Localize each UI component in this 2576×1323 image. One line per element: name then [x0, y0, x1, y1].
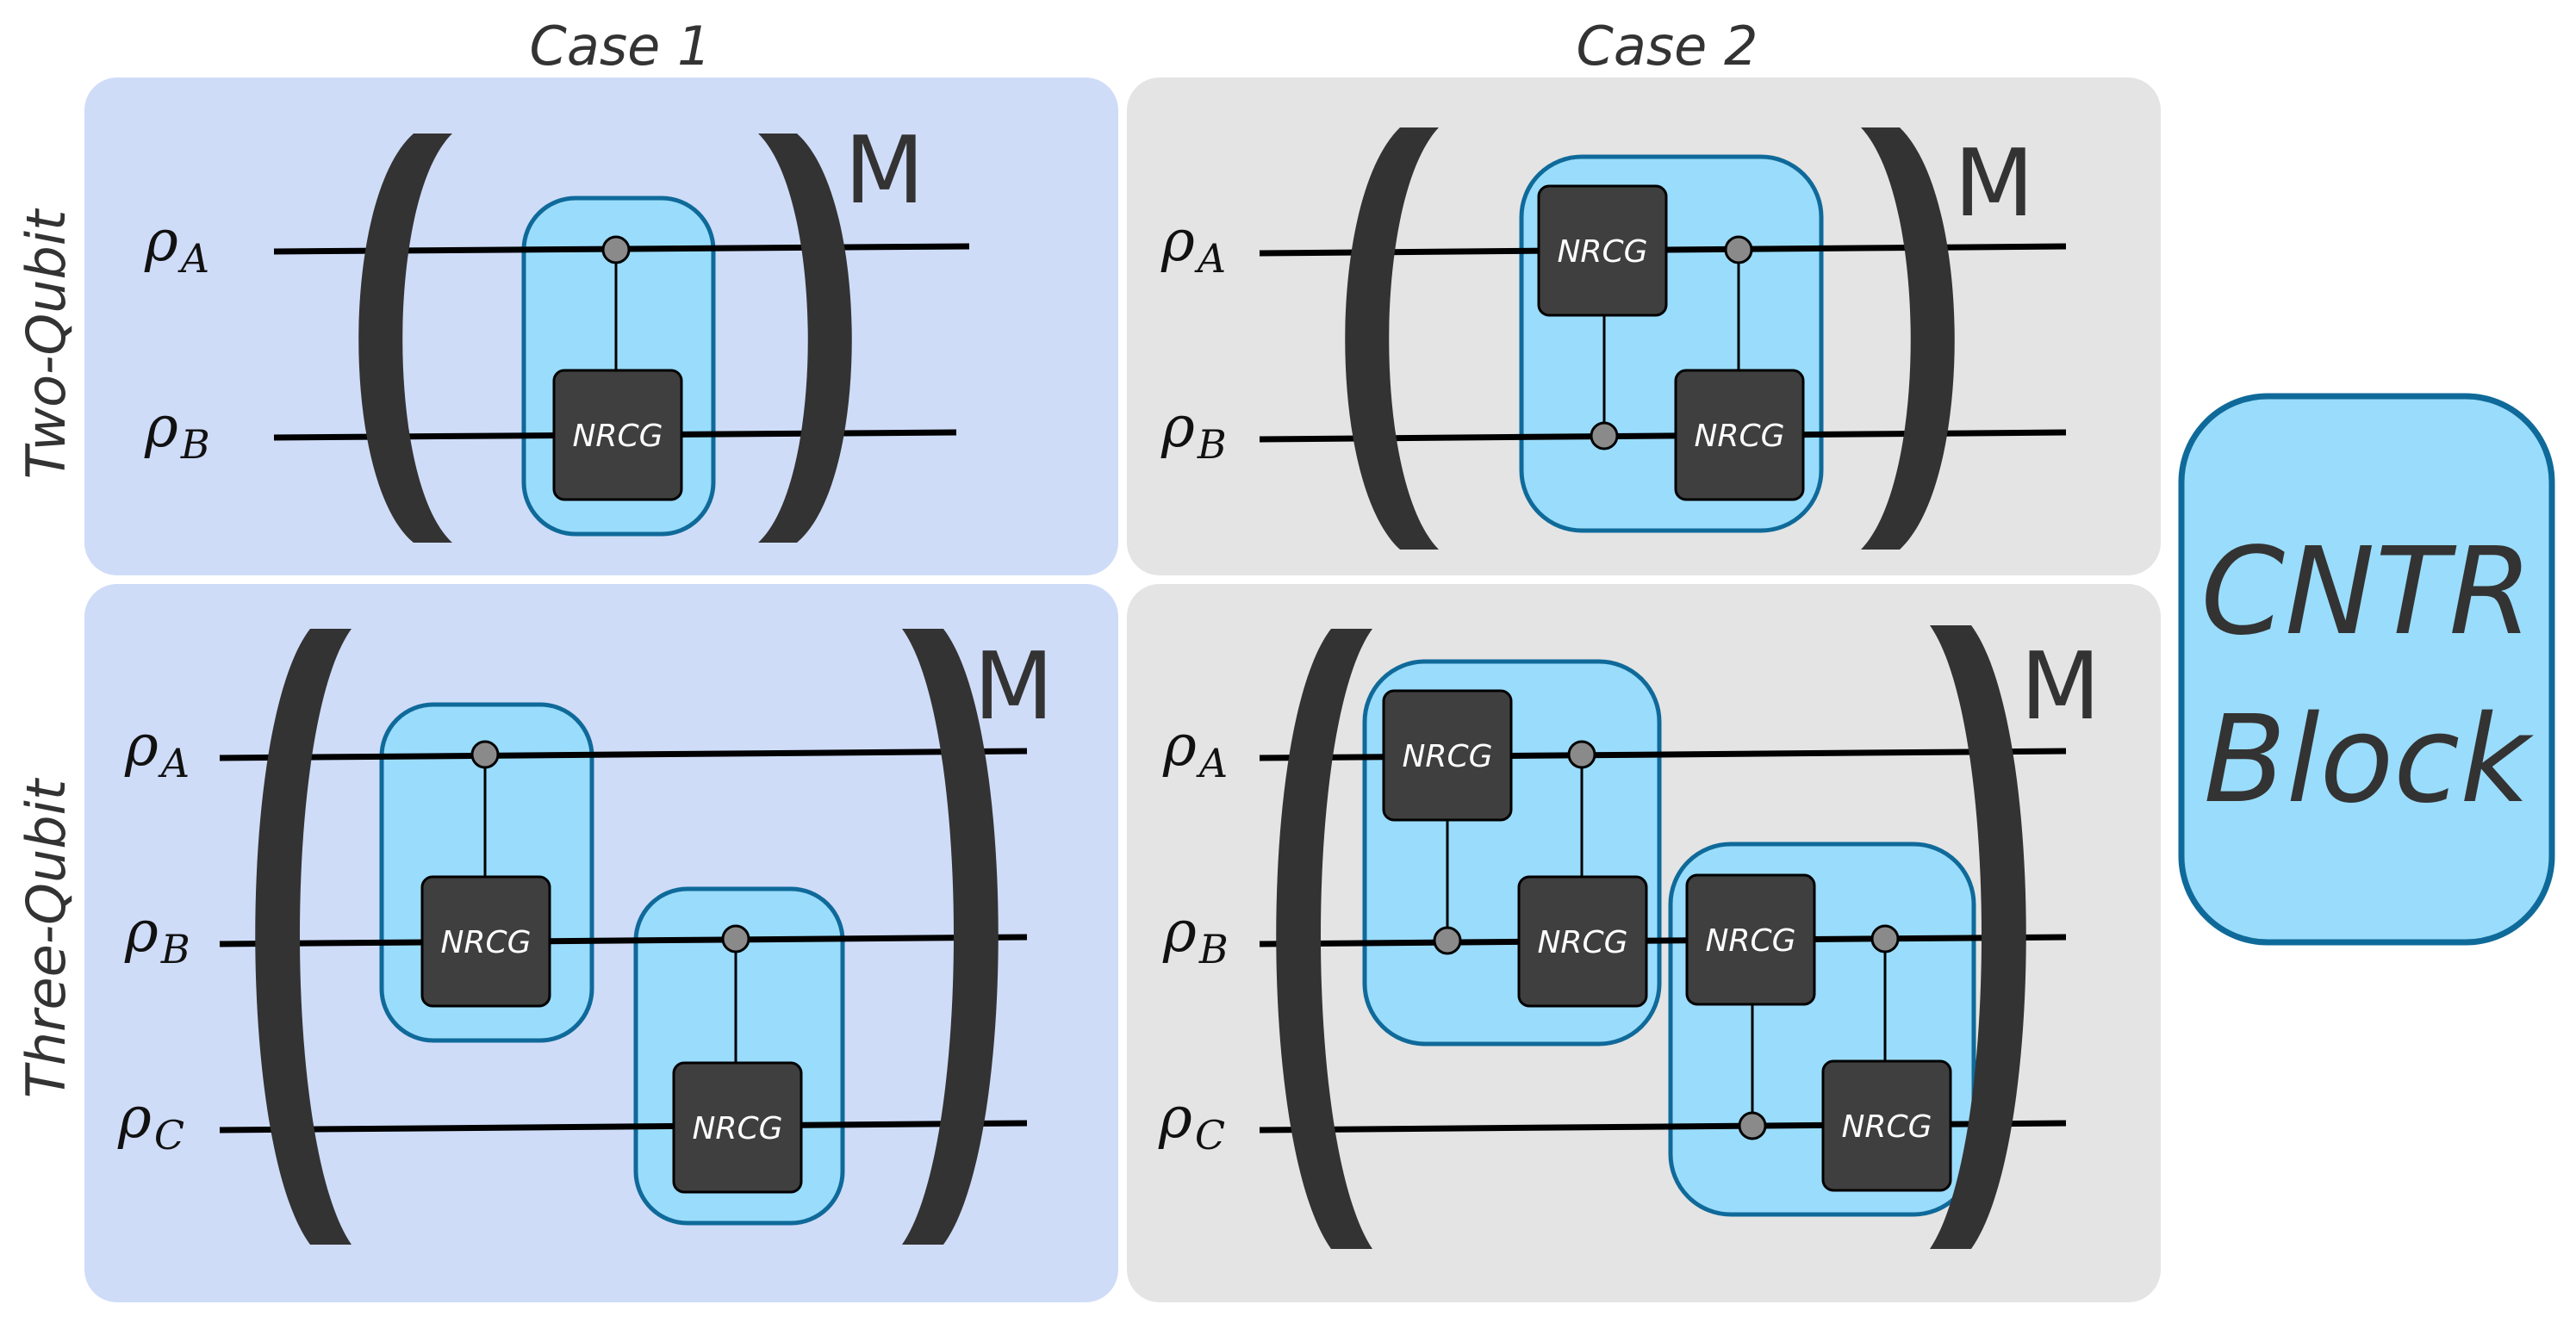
control-dot	[1433, 926, 1462, 955]
nrcg-gate-label: NRCG	[573, 419, 663, 454]
control-dot	[1738, 1111, 1767, 1140]
qubit-b-label: ρB	[124, 898, 190, 972]
two-qubit-row-label: Two-Qubit	[15, 208, 78, 480]
legend-line-2: Block	[2204, 690, 2535, 830]
nrcg-gate-label: NRCG	[693, 1111, 783, 1146]
diagram-three-qubit-case-2: NRCG NRCG NRCG NRCG M ρA ρB ρC	[1158, 625, 2100, 1249]
control-dot	[470, 740, 500, 769]
case-2-header: Case 2	[1577, 15, 1758, 78]
nrcg-gate-label: NRCG	[1403, 739, 1493, 774]
nrcg-gate-label: NRCG	[1706, 923, 1796, 959]
nrcg-gate	[552, 369, 683, 501]
legend-block-frame	[2178, 393, 2555, 946]
repeat-label: M	[974, 633, 1054, 741]
qubit-c-label: ρC	[1158, 1084, 1225, 1158]
control-dot	[1724, 235, 1753, 264]
qubit-a-wire	[219, 748, 1028, 761]
control-dot	[601, 235, 631, 264]
nrcg-gate	[1517, 875, 1648, 1008]
legend-line-1: CNTR	[2200, 522, 2532, 662]
nrcg-gate	[1685, 873, 1816, 1006]
left-parenthesis	[358, 134, 452, 543]
qubit-b-wire	[1259, 934, 2067, 947]
nrcg-gate-label: NRCG	[1538, 925, 1628, 960]
control-dot	[1590, 421, 1619, 450]
nrcg-gate-label: NRCG	[1695, 419, 1785, 454]
left-parenthesis	[255, 629, 352, 1245]
left-parenthesis	[1276, 629, 1372, 1249]
left-parenthesis	[1345, 127, 1439, 550]
qubit-a-label: ρA	[124, 712, 190, 786]
cntr-block-legend: CNTR Block	[2178, 393, 2555, 946]
right-parenthesis	[758, 134, 852, 543]
qubit-a-label: ρA	[1162, 712, 1228, 786]
nrcg-gate-label: NRCG	[1558, 234, 1648, 270]
diagram-three-qubit-case-1: NRCG NRCG M ρA ρB ρC	[117, 629, 1054, 1245]
qubit-b-label: ρB	[1160, 394, 1227, 468]
qubit-b-label: ρB	[1162, 898, 1229, 972]
qubit-b-label: ρB	[144, 394, 210, 468]
qubit-c-label: ρC	[117, 1084, 184, 1158]
repeat-label: M	[1954, 130, 2034, 238]
qubit-a-label: ρA	[144, 208, 209, 282]
control-dot	[1870, 924, 1900, 953]
right-parenthesis	[1861, 127, 1955, 550]
nrcg-gate	[420, 875, 551, 1008]
qubit-b-wire	[219, 934, 1028, 947]
nrcg-gate	[1821, 1059, 1952, 1192]
nrcg-gate-label: NRCG	[441, 925, 532, 960]
nrcg-gate	[1674, 369, 1805, 501]
control-dot	[721, 924, 750, 953]
nrcg-gate	[1382, 689, 1513, 822]
qubit-a-label: ρA	[1160, 208, 1226, 282]
qubit-c-wire	[219, 1120, 1028, 1134]
repeat-label: M	[844, 117, 924, 225]
three-qubit-row-label: Three-Qubit	[15, 777, 78, 1098]
right-parenthesis	[902, 629, 999, 1245]
nrcg-gate	[672, 1061, 803, 1194]
diagram-two-qubit-case-1: NRCG M ρA ρB	[144, 117, 970, 543]
nrcg-gate-label: NRCG	[1842, 1109, 1932, 1145]
repeat-label: M	[2020, 633, 2100, 741]
control-dot	[1567, 740, 1596, 769]
nrcg-gate	[1537, 184, 1668, 317]
right-parenthesis	[1930, 625, 2026, 1249]
diagram-two-qubit-case-2: NRCG NRCG M ρA ρB	[1160, 127, 2067, 550]
case-1-header: Case 1	[530, 15, 712, 78]
